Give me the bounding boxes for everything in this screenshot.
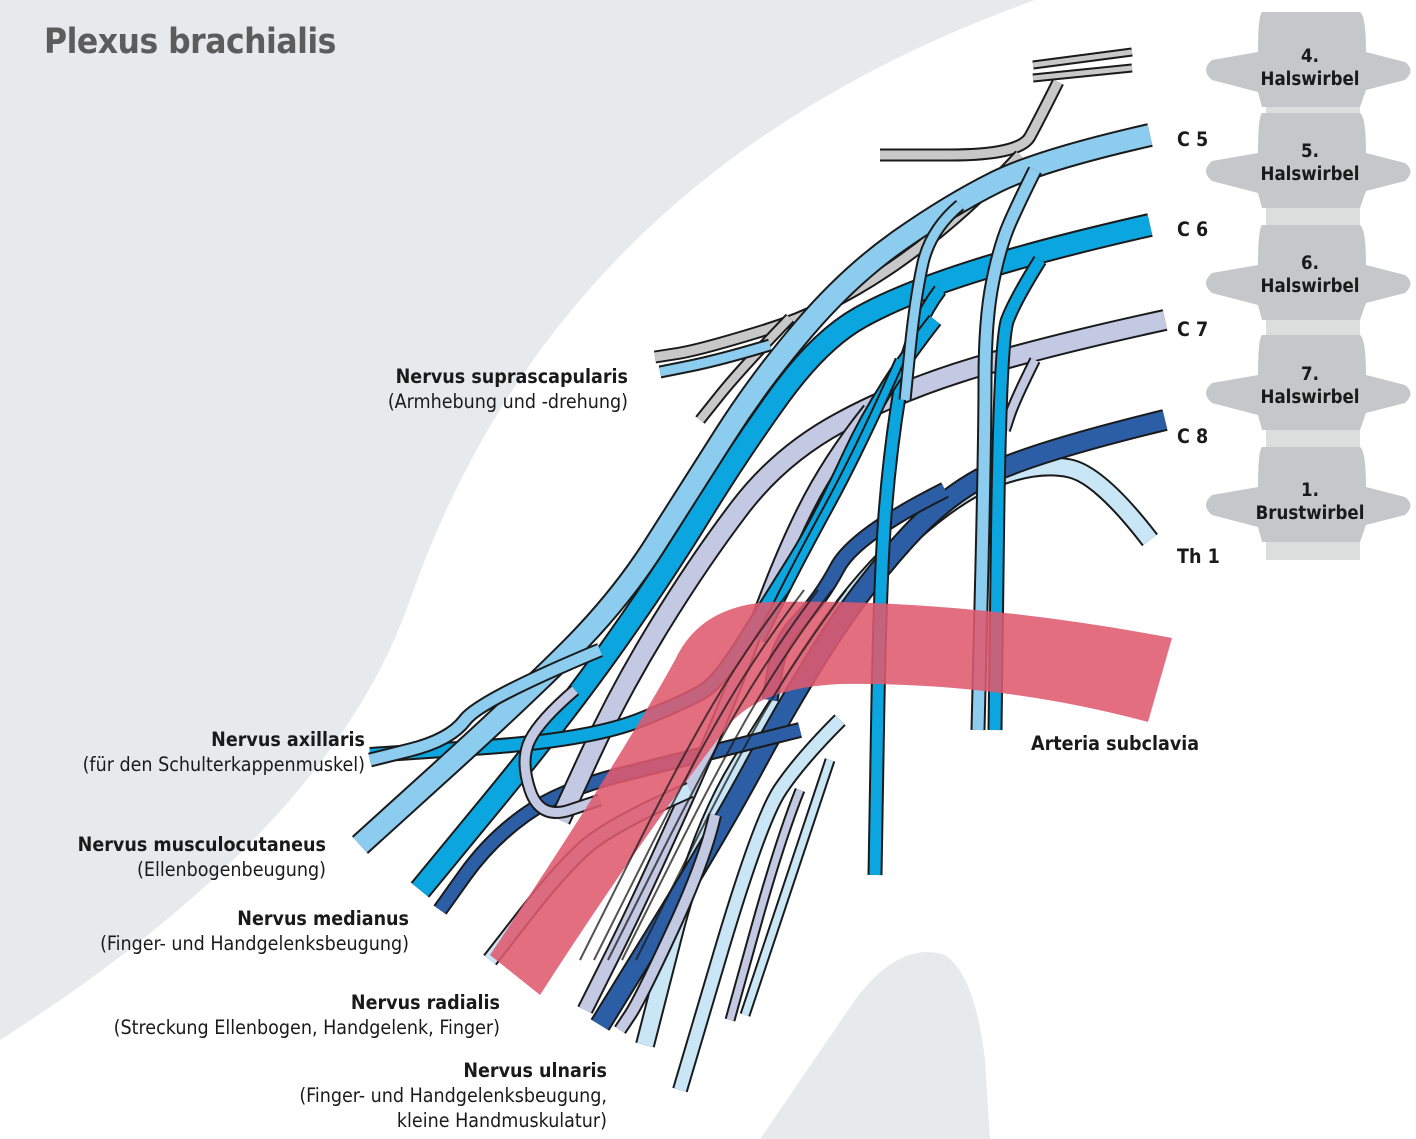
label-medianus: Nervus medianus (Finger- und Handgelenks… xyxy=(100,906,409,956)
vertebra-label-c7: 7. Halswirbel xyxy=(1235,363,1385,409)
vertebra-label-c6: 6. Halswirbel xyxy=(1235,252,1385,298)
th1-fiber-1 xyxy=(745,760,830,1015)
nerve-function-line2: kleine Handmuskulatur) xyxy=(299,1108,607,1133)
nerve-function: (Streckung Ellenbogen, Handgelenk, Finge… xyxy=(114,1015,500,1040)
nerve-name: Nervus musculocutaneus xyxy=(78,832,326,857)
page-title: Plexus brachialis xyxy=(44,22,336,62)
label-ulnaris: Nervus ulnaris (Finger- und Handgelenksb… xyxy=(299,1058,607,1133)
root-label-c6: C 6 xyxy=(1177,218,1208,241)
vertebra-label-th1: 1. Brustwirbel xyxy=(1235,479,1385,525)
backdrop-shape xyxy=(760,952,990,1139)
root-label-c7: C 7 xyxy=(1177,318,1208,341)
nerve-function: (Armhebung und -drehung) xyxy=(388,389,628,414)
nerve-function: (Finger- und Handgelenksbeugung) xyxy=(100,931,409,956)
nerve-name: Nervus medianus xyxy=(100,906,409,931)
label-axillaris: Nervus axillaris (für den Schulterkappen… xyxy=(83,727,365,777)
root-label-c5: C 5 xyxy=(1177,128,1208,151)
nerve-name: Nervus ulnaris xyxy=(299,1058,607,1083)
vertebra-label-c4: 4. Halswirbel xyxy=(1235,45,1385,91)
nerve-name: Nervus radialis xyxy=(114,990,500,1015)
nerve-function: (für den Schulterkappenmuskel) xyxy=(83,752,365,777)
c7-small xyxy=(1005,360,1035,430)
label-suprascapularis: Nervus suprascapularis (Armhebung und -d… xyxy=(388,364,628,414)
artery-label: Arteria subclavia xyxy=(1031,731,1199,756)
label-musculocutaneus: Nervus musculocutaneus (Ellenbogenbeugun… xyxy=(78,832,326,882)
nerve-name: Nervus suprascapularis xyxy=(388,364,628,389)
root-label-c8: C 8 xyxy=(1177,425,1208,448)
cervical-top-1 xyxy=(1033,52,1132,65)
root-label-th1: Th 1 xyxy=(1177,545,1220,568)
nerve-function: (Finger- und Handgelenksbeugung, xyxy=(299,1083,607,1108)
vertebra-label-c5: 5. Halswirbel xyxy=(1235,140,1385,186)
artery-name: Arteria subclavia xyxy=(1031,731,1199,756)
nerve-function: (Ellenbogenbeugung) xyxy=(78,857,326,882)
label-radialis: Nervus radialis (Streckung Ellenbogen, H… xyxy=(114,990,500,1040)
cervical-branch-outline xyxy=(880,82,1058,155)
nerve-name: Nervus axillaris xyxy=(83,727,365,752)
